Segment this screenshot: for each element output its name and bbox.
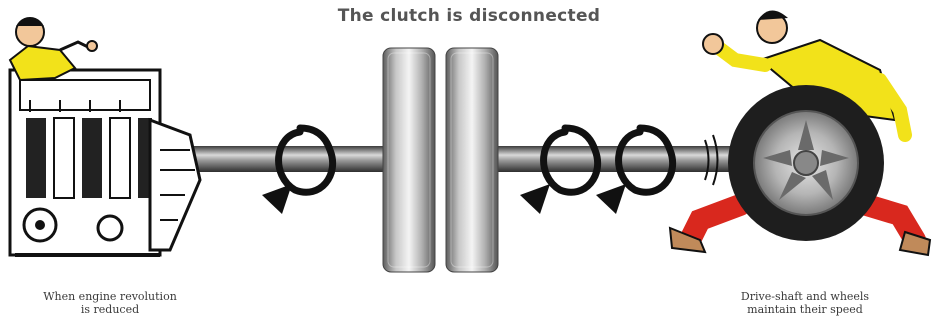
engine-caption-line-1: When engine revolution (10, 290, 210, 303)
engine-caption-line-2: is reduced (10, 303, 210, 316)
clutch-disc-left (383, 48, 435, 272)
engine-icon (10, 70, 200, 255)
wheels-caption-line-1: Drive-shaft and wheels (705, 290, 905, 303)
engine-caption: When engine revolution is reduced (10, 290, 210, 316)
clutch-disc-right (446, 48, 498, 272)
wheel-icon (728, 85, 884, 241)
wheels-caption-line-2: maintain their speed (705, 303, 905, 316)
wheels-caption: Drive-shaft and wheels maintain their sp… (705, 290, 905, 316)
